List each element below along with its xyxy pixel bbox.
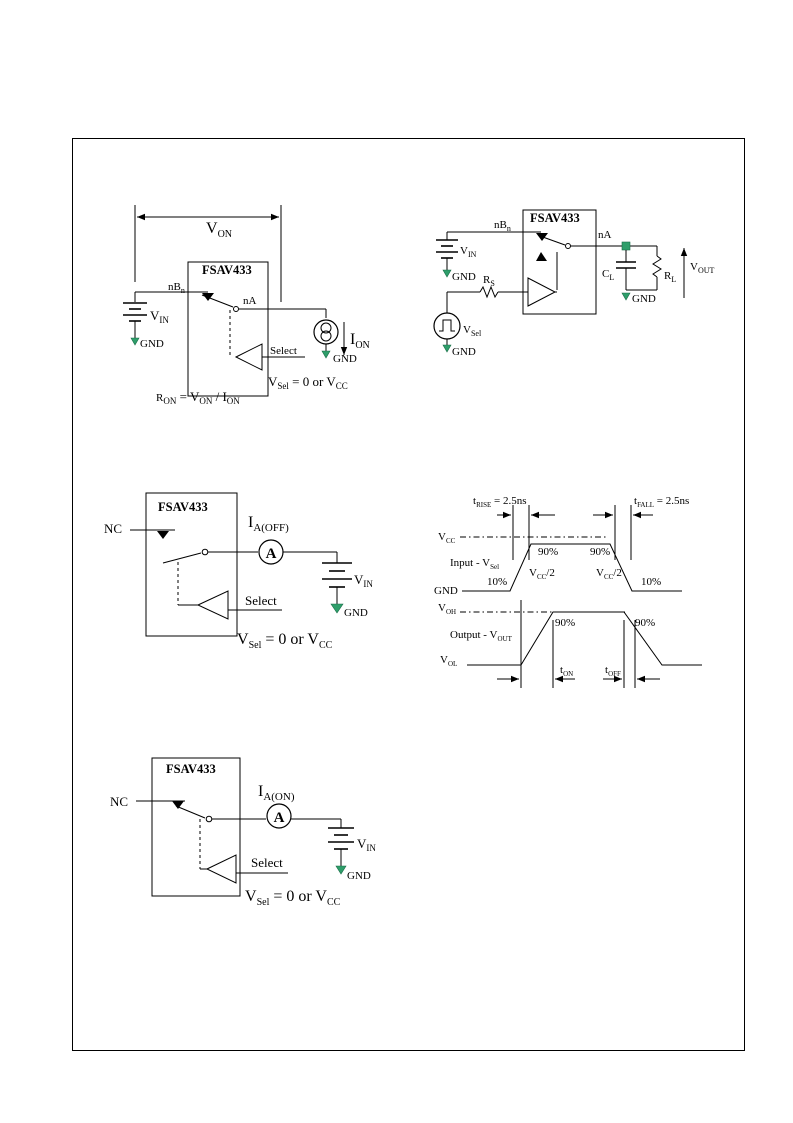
vout-label: VOUT bbox=[690, 261, 715, 275]
ron-equation: RON = VON / ION bbox=[156, 389, 240, 406]
on-resistance-circuit: VON FSAV433 nBn VIN GND nA Select VSel =… bbox=[123, 205, 370, 406]
select-label: Select bbox=[270, 345, 297, 357]
select-label: Select bbox=[245, 593, 277, 608]
nc-label: NC bbox=[104, 521, 122, 536]
resistor-icon bbox=[652, 255, 662, 278]
gnd-label: GND bbox=[434, 585, 458, 597]
v-in-label: VIN bbox=[150, 308, 169, 325]
battery-icon bbox=[123, 302, 147, 338]
switching-test-circuit: FSAV433 nBn VIN GND nA CL bbox=[433, 209, 715, 358]
t-on-label: tON bbox=[560, 664, 573, 678]
ia-on-label: IA(ON) bbox=[258, 783, 295, 803]
pct-10-label: 10% bbox=[641, 576, 661, 588]
ammeter-icon: A bbox=[266, 803, 292, 829]
battery-icon bbox=[436, 239, 458, 270]
battery-icon bbox=[328, 827, 354, 866]
v-in-label: VIN bbox=[460, 245, 477, 259]
gnd-label: GND bbox=[452, 346, 476, 358]
ia-off-label: IA(OFF) bbox=[248, 514, 289, 534]
ground-icon bbox=[442, 344, 452, 353]
na-label: nA bbox=[598, 229, 612, 241]
nb-label: nBn bbox=[168, 281, 185, 295]
ground-icon bbox=[130, 337, 140, 346]
timing-waveforms: tRISE = 2.5ns tFALL = 2.5ns VCC Input - … bbox=[434, 495, 702, 688]
pct-90-label: 90% bbox=[555, 617, 575, 629]
ammeter-label: A bbox=[266, 546, 277, 562]
ground-icon bbox=[335, 865, 347, 875]
pulse-source-icon bbox=[433, 312, 461, 340]
ammeter-icon: A bbox=[258, 539, 284, 565]
switch-pointer-icon bbox=[172, 801, 184, 809]
gnd-label: GND bbox=[140, 338, 164, 350]
input-label: Input - VSel bbox=[450, 557, 499, 571]
switch-pointer-icon bbox=[157, 531, 169, 539]
output-waveform bbox=[467, 611, 702, 666]
select-buffer-icon bbox=[196, 590, 229, 620]
gnd-label: GND bbox=[347, 870, 371, 882]
pct-90-label: 90% bbox=[590, 546, 610, 558]
gnd-label: GND bbox=[452, 271, 476, 283]
i-on-label: ION bbox=[350, 331, 370, 351]
ground-icon bbox=[321, 350, 331, 359]
off-leakage-circuit: FSAV433 NC Select VSel = 0 or VCC IA(OFF… bbox=[104, 492, 373, 651]
pct-10-label: 10% bbox=[487, 576, 507, 588]
output-node-icon bbox=[621, 241, 631, 251]
on-leakage-circuit: FSAV433 NC Select VSel = 0 or VCC IA(ON)… bbox=[110, 757, 376, 908]
ground-icon bbox=[442, 269, 452, 278]
fsav433-chip bbox=[522, 209, 597, 315]
vsel-label: VSel = 0 or VCC bbox=[245, 888, 341, 908]
ground-icon bbox=[621, 292, 631, 301]
vsel-label: VSel bbox=[463, 324, 482, 338]
gnd-label: GND bbox=[344, 607, 368, 619]
select-buffer-icon bbox=[527, 277, 557, 307]
select-buffer-icon bbox=[234, 343, 263, 371]
ammeter-label: A bbox=[274, 810, 285, 826]
capacitor-icon bbox=[616, 261, 636, 269]
gnd-label: GND bbox=[632, 293, 656, 305]
current-source-icon bbox=[313, 319, 339, 345]
voh-label: VOH bbox=[438, 602, 456, 616]
nb-label: nBn bbox=[494, 219, 511, 233]
fsav433-chip bbox=[187, 261, 269, 397]
chip-title: FSAV433 bbox=[530, 211, 580, 225]
t-off-label: tOFF bbox=[605, 664, 621, 678]
output-label: Output - VOUT bbox=[450, 629, 513, 643]
chip-title: FSAV433 bbox=[166, 762, 216, 776]
input-waveform bbox=[462, 543, 682, 592]
select-label: Select bbox=[251, 855, 283, 870]
vol-label: VOL bbox=[440, 654, 457, 668]
ground-icon bbox=[330, 603, 344, 614]
resistor-icon bbox=[479, 285, 499, 299]
vcc-label: VCC bbox=[438, 531, 456, 545]
figure-frame bbox=[72, 138, 745, 1051]
t-rise-label: tRISE = 2.5ns bbox=[473, 495, 526, 509]
t-fall-label: tFALL = 2.5ns bbox=[634, 495, 689, 509]
rl-label: RL bbox=[664, 270, 676, 284]
chip-title: FSAV433 bbox=[202, 263, 252, 277]
vsel-label: VSel = 0 or VCC bbox=[237, 631, 333, 651]
cl-label: CL bbox=[602, 268, 614, 282]
pct-90-label: 90% bbox=[635, 617, 655, 629]
fsav433-chip bbox=[145, 492, 238, 637]
switch-pointer-icon bbox=[536, 252, 547, 261]
na-label: nA bbox=[243, 295, 257, 307]
vsel-label: VSel = 0 or VCC bbox=[268, 374, 348, 391]
rs-label: RS bbox=[483, 274, 495, 288]
vcc-half-label: VCC/2 bbox=[529, 567, 555, 581]
v-in-label: VIN bbox=[354, 572, 373, 589]
gnd-label: GND bbox=[333, 353, 357, 365]
chip-title: FSAV433 bbox=[158, 500, 208, 514]
v-on-label: VON bbox=[206, 220, 232, 240]
fsav433-chip bbox=[151, 757, 241, 897]
v-in-label: VIN bbox=[357, 836, 376, 853]
select-buffer-icon bbox=[205, 854, 237, 884]
nc-label: NC bbox=[110, 794, 128, 809]
vcc-half-label: VCC/2 bbox=[596, 567, 622, 581]
battery-icon bbox=[322, 562, 352, 604]
pct-90-label: 90% bbox=[538, 546, 558, 558]
